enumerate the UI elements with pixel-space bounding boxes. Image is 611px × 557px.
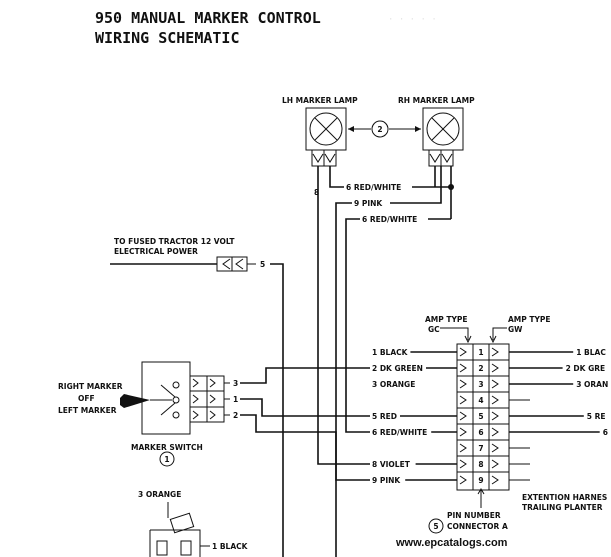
right-wire-label: 1 BLAC [576,348,606,357]
left-wire-label: 5 RED [372,412,397,421]
switch-pin-1: 1 [233,395,238,404]
left-wire-label: 3 ORANGE [372,380,415,389]
title-line-1: 950 MANUAL MARKER CONTROL [95,9,321,27]
right-wire-label: 5 RE [587,412,606,421]
callout-1-number: 1 [164,455,169,464]
wire-8-label: 8 [314,188,319,197]
right-wire-label: 6 [603,428,608,437]
callout-5-number: 5 [433,522,438,531]
amp-type-gc-label: AMP TYPE [425,315,468,324]
left-wire-label: 8 VIOLET [372,460,411,469]
connector-pin-2: 2 [478,364,483,373]
lh-lamp-label: LH MARKER LAMP [282,96,358,105]
connector-pin-3: 3 [478,380,483,389]
watermark-text: www.epcatalogs.com [395,537,508,549]
amp-gw-code: GW [508,325,523,334]
marker-switch-label: MARKER SWITCH [131,443,203,452]
connector-pin-1: 1 [478,348,483,357]
wire-6-red-white-lower: 6 RED/WHITE [362,215,417,224]
right-marker-label: RIGHT MARKER [58,382,123,391]
title-line-2: WIRING SCHEMATIC [95,29,240,47]
lamp-link-arrow [348,126,421,132]
connector-pin-9: 9 [478,476,483,485]
switch-pin-3: 3 [233,379,238,388]
connector-pin-5: 5 [478,412,483,421]
power-wire-5-label: 5 [260,260,265,269]
callout-5-circle [428,518,444,534]
amp-gc-code: GC [428,325,440,334]
switch-pin-2: 2 [233,411,238,420]
black-wire-label: 1 BLACK [212,542,249,551]
extension-harness-label: EXTENTION HARNES [522,493,607,502]
right-wire-label: 2 DK GRE [566,364,606,373]
left-marker-label: LEFT MARKER [58,406,117,415]
rh-lamp-label: RH MARKER LAMP [398,96,475,105]
left-wire-label: 2 DK GREEN [372,364,423,373]
connector-pin-8: 8 [478,460,483,469]
power-label-2: ELECTRICAL POWER [114,247,198,256]
rh-marker-lamp-icon [422,107,464,167]
trailing-planter-label: TRAILING PLANTER [522,503,603,512]
pin-number-label: PIN NUMBER [447,511,501,520]
connector-pin-7: 7 [478,444,483,453]
orange-wire-label: 3 ORANGE [138,490,181,499]
faint-page-marks: · · · · · [388,15,437,25]
off-label: OFF [78,394,95,403]
callout-2-circle [371,120,389,138]
lh-marker-lamp-icon [305,107,347,167]
marker-valve-icon [149,502,210,557]
wire-6-red-white-upper: 6 RED/WHITE [346,183,401,192]
wire-9-pink-upper: 9 PINK [354,199,383,208]
left-wire-label: 9 PINK [372,476,401,485]
connector-a-icon [440,327,510,508]
connector-pin-4: 4 [478,396,483,405]
power-label-1: TO FUSED TRACTOR 12 VOLT [114,237,235,246]
left-wire-label: 6 RED/WHITE [372,428,427,437]
left-wire-label: 1 BLACK [372,348,409,357]
connector-a-label: CONNECTOR A [447,522,508,531]
connector-pin-6: 6 [478,428,483,437]
right-wire-label: 3 ORAN [576,380,608,389]
callout-1-circle [159,451,175,467]
marker-switch-icon [120,361,230,435]
callout-2-number: 2 [377,125,382,134]
power-terminal-icon [110,256,256,272]
amp-type-gw-label: AMP TYPE [508,315,551,324]
